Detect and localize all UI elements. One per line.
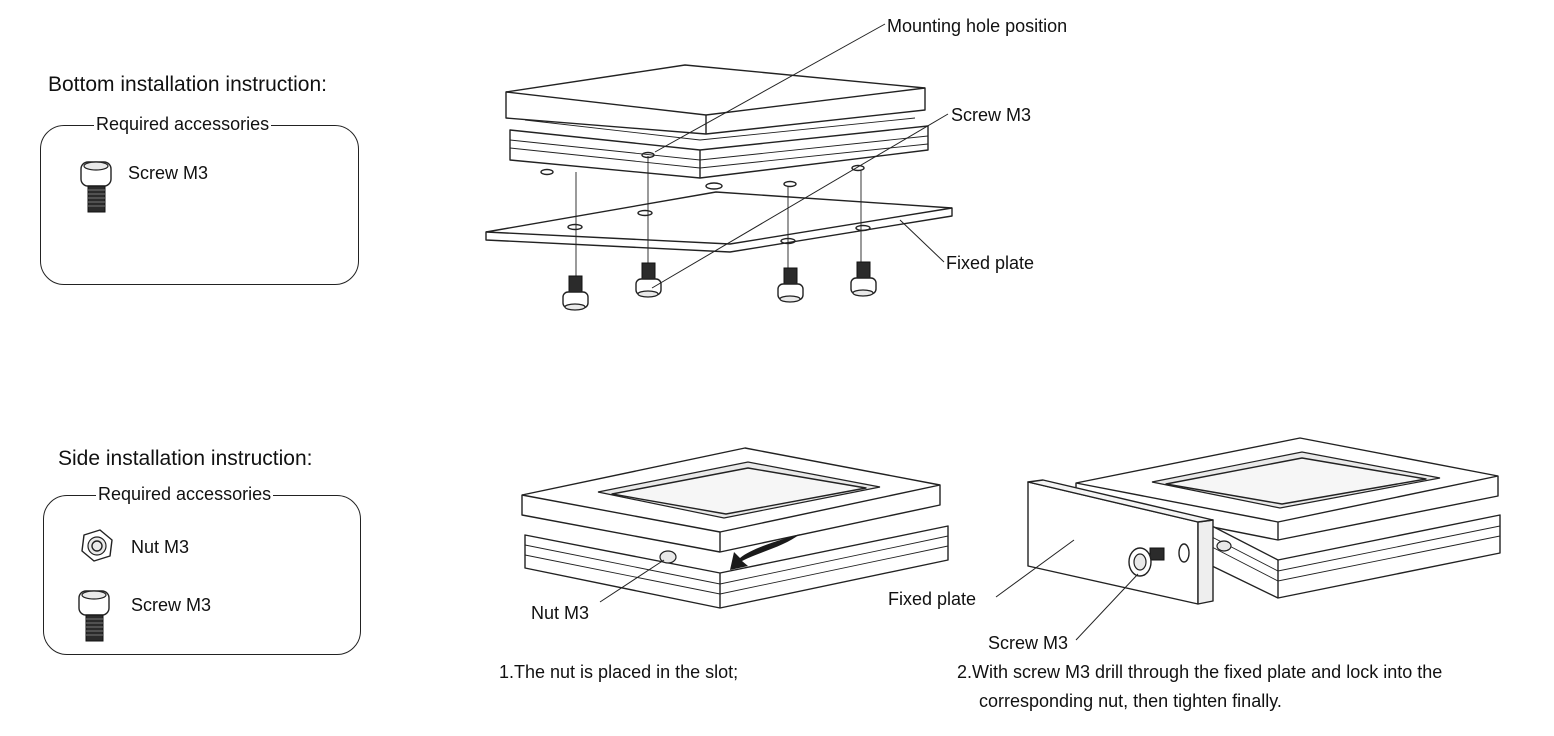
screw-icon <box>78 590 110 642</box>
bottom-installation-heading: Bottom installation instruction: <box>48 73 327 96</box>
bottom-screws <box>562 261 877 311</box>
step-2-text: 2.With screw M3 drill through the fixed … <box>957 662 1443 682</box>
side-installation-heading: Side installation instruction: <box>58 447 313 470</box>
side-screw-leader <box>1075 573 1139 641</box>
side-accessories-title: Required accessories <box>96 484 274 505</box>
screw-icon <box>777 267 804 303</box>
side-fixed-plate <box>1027 479 1214 605</box>
bottom-accessories-title: Required accessories <box>94 114 272 135</box>
bottom-screw-leader <box>651 113 949 289</box>
nut-icon <box>81 529 113 562</box>
side-fixed-plate-callout: Fixed plate <box>888 589 977 609</box>
side-frame-step1 <box>521 447 949 609</box>
screw-icon <box>850 261 877 297</box>
bottom-frame-assembly <box>505 64 929 190</box>
bottom-accessory-screw-label: Screw M3 <box>128 163 209 183</box>
step-2-continuation: corresponding nut, then tighten finally. <box>979 691 1282 711</box>
bottom-screw-callout: Screw M3 <box>951 105 1032 125</box>
mounting-hole-leader <box>654 23 886 153</box>
side-accessory-nut-label: Nut M3 <box>131 537 190 557</box>
bottom-fixed-plate-leader <box>899 219 945 263</box>
bottom-fixed-plate-callout: Fixed plate <box>946 253 1035 273</box>
bottom-fixed-plate <box>485 191 953 253</box>
side-nut-callout: Nut M3 <box>531 603 590 623</box>
screw-icon <box>562 275 589 311</box>
screw-icon <box>635 262 662 298</box>
side-accessory-screw-label: Screw M3 <box>131 595 212 615</box>
screw-icon <box>80 161 112 213</box>
step-1-text: 1.The nut is placed in the slot; <box>499 662 739 682</box>
nut-leader <box>599 559 665 603</box>
mounting-hole-callout: Mounting hole position <box>887 16 1068 36</box>
side-screw-callout: Screw M3 <box>988 633 1069 653</box>
screw-icon <box>1128 547 1165 577</box>
side-fixed-plate-leader <box>995 539 1075 598</box>
